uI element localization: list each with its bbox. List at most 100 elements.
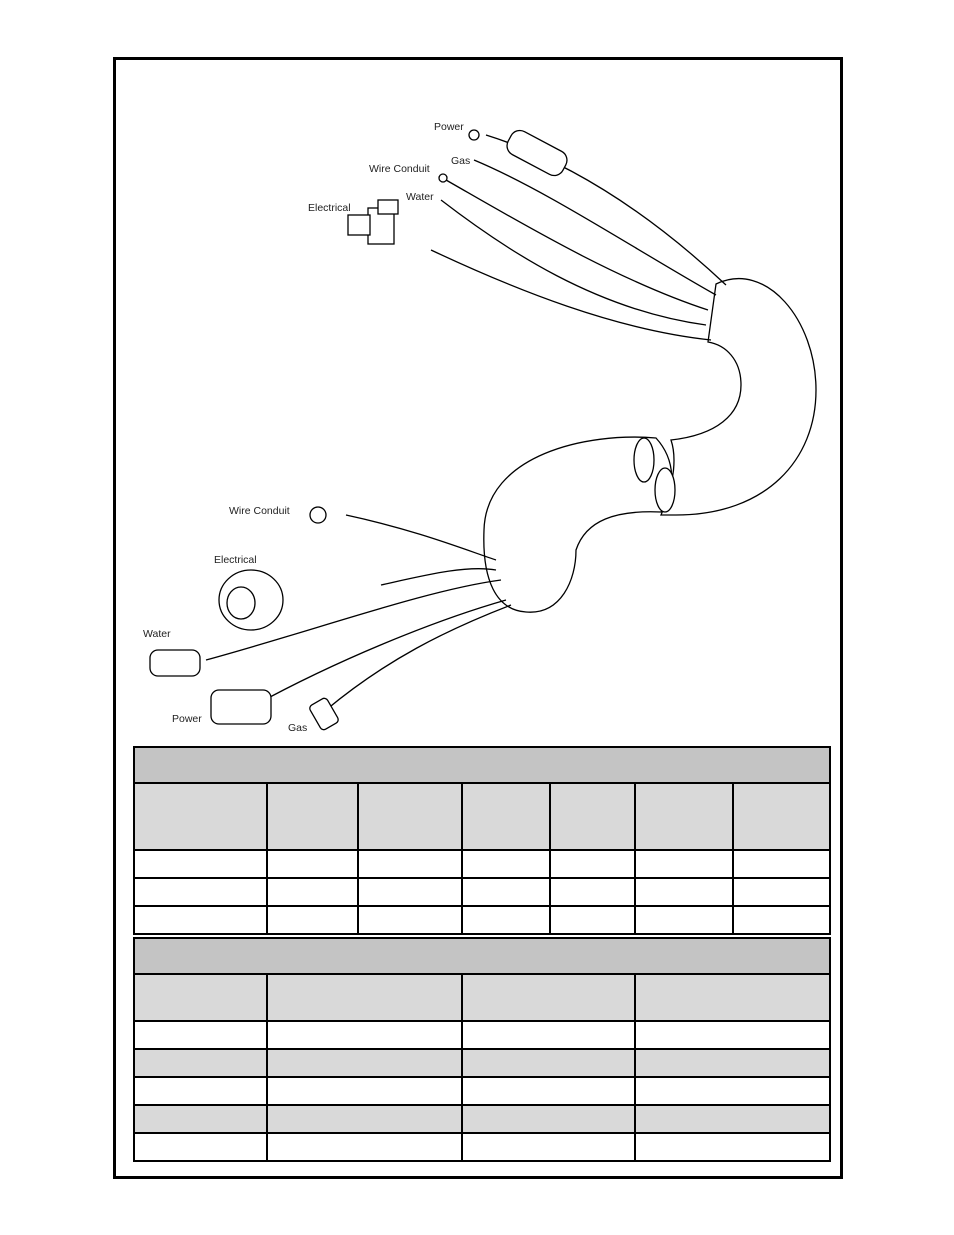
lower-power-cable <box>245 599 507 711</box>
table-top-header-cell <box>461 782 551 851</box>
table-cell <box>266 849 359 879</box>
table-cell <box>133 1104 268 1134</box>
table-cell <box>357 877 463 907</box>
table-cell <box>634 1048 831 1078</box>
table-cell <box>461 1020 636 1050</box>
bundle-cut-end-2 <box>654 467 676 513</box>
table-cell <box>634 877 734 907</box>
table-row <box>133 1048 831 1078</box>
table-cell <box>133 1048 268 1078</box>
table-top-header-cell <box>634 782 734 851</box>
table-cell <box>133 877 268 907</box>
table-bottom-header-cell <box>461 973 636 1022</box>
table-cell <box>549 877 636 907</box>
table-top-header-row <box>133 782 832 851</box>
bundle-cut-end-1 <box>633 437 655 483</box>
table-top-title <box>132 746 832 784</box>
table-cell <box>731 877 832 907</box>
table-top-header-cell <box>549 782 636 851</box>
table-cell <box>133 905 268 935</box>
table-cell <box>461 1104 636 1134</box>
table-cell <box>634 849 734 879</box>
table-cell <box>266 1048 463 1078</box>
table-cell <box>357 849 463 879</box>
table-cell <box>731 849 832 879</box>
table-top-title-row <box>132 746 832 784</box>
table-cell <box>634 1020 831 1050</box>
lower-gas-fitting <box>309 697 339 731</box>
table-row <box>133 905 832 935</box>
lower-wire-conduit-cable <box>345 514 497 561</box>
table-cell <box>266 877 359 907</box>
table-cell <box>461 849 551 879</box>
label-upper-electrical: Electrical <box>308 202 351 214</box>
table-row <box>133 877 832 907</box>
page-frame: Power Gas Wire Conduit Water Electrical … <box>113 57 843 1179</box>
lower-electrical-cable <box>380 568 497 586</box>
table-cell <box>133 849 268 879</box>
label-upper-water: Water <box>406 191 434 203</box>
upper-electrical-plug <box>347 214 371 236</box>
table-cell <box>461 1076 636 1106</box>
upper-electrical-tab <box>377 199 399 215</box>
table-cell <box>266 1104 463 1134</box>
table-cell <box>266 905 359 935</box>
table-cell <box>634 1132 831 1162</box>
cable-bundle-lower-loop <box>483 436 673 613</box>
label-lower-power: Power <box>172 713 202 725</box>
lower-water-fitting <box>149 649 201 677</box>
table-row <box>133 1104 831 1134</box>
label-lower-wire-conduit: Wire Conduit <box>229 505 290 517</box>
table-cell <box>266 1076 463 1106</box>
table-cell <box>133 1076 268 1106</box>
table-cell <box>634 1104 831 1134</box>
lower-wire-conduit-tip <box>309 506 327 524</box>
upper-water-cable <box>440 199 707 326</box>
upper-wire-conduit-cable <box>445 179 709 311</box>
table-bottom-header-cell <box>266 973 463 1022</box>
table-cell <box>461 905 551 935</box>
label-upper-gas: Gas <box>451 155 470 167</box>
table-cell <box>634 905 734 935</box>
spec-table-top <box>132 746 832 935</box>
label-upper-wire-conduit: Wire Conduit <box>369 163 430 175</box>
table-top-header-cell <box>731 782 832 851</box>
table-cell <box>461 1048 636 1078</box>
table-cell <box>731 905 832 935</box>
label-lower-water: Water <box>143 628 171 640</box>
table-cell <box>549 849 636 879</box>
upper-power-sleeve <box>506 129 568 177</box>
table-row <box>133 1020 831 1050</box>
cable-assembly-illustration: Power Gas Wire Conduit Water Electrical … <box>143 121 817 734</box>
table-bottom-header-cell <box>634 973 831 1022</box>
table-cell <box>266 1020 463 1050</box>
table-row <box>133 1132 831 1162</box>
label-upper-power: Power <box>434 121 464 133</box>
lower-electrical-connector-face <box>226 586 256 620</box>
table-cell <box>357 905 463 935</box>
table-cell <box>549 905 636 935</box>
table-bottom-header-cell <box>133 973 268 1022</box>
table-row <box>133 849 832 879</box>
table-cell <box>266 1132 463 1162</box>
table-cell <box>634 1076 831 1106</box>
table-bottom-header-row <box>133 973 831 1022</box>
cable-bundle-upper-loop <box>660 278 817 516</box>
label-lower-electrical: Electrical <box>214 554 257 566</box>
lower-gas-cable <box>325 604 512 711</box>
table-bottom-title <box>133 937 831 975</box>
upper-gas-cable <box>473 159 717 296</box>
table-cell <box>461 877 551 907</box>
table-top-header-cell <box>133 782 268 851</box>
spec-table-bottom <box>133 937 831 1162</box>
label-lower-gas: Gas <box>288 722 307 734</box>
table-row <box>133 1076 831 1106</box>
upper-power-tip <box>468 129 480 141</box>
table-cell <box>133 1020 268 1050</box>
upper-electrical-cable <box>430 249 712 341</box>
table-bottom-title-row <box>133 937 831 975</box>
table-cell <box>133 1132 268 1162</box>
lower-water-cable <box>205 579 502 661</box>
table-top-header-cell <box>357 782 463 851</box>
table-top-header-cell <box>266 782 359 851</box>
